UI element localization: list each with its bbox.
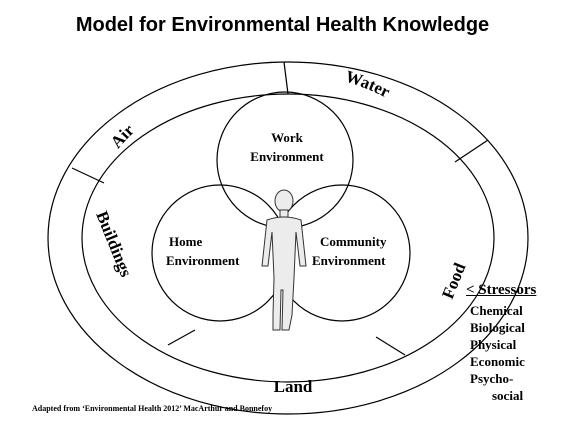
stressor-biological: Biological (470, 320, 525, 335)
work-label-line1: Work (271, 130, 304, 145)
stressors-heading: < Stressors (466, 282, 537, 298)
divider-water-food (454, 139, 489, 163)
outer-ring (47, 61, 529, 415)
stressor-chemical: Chemical (470, 303, 523, 318)
divider-land-buildings (167, 329, 196, 346)
home-label-line2: Environment (166, 253, 240, 268)
community-label-line2: Environment (312, 253, 386, 268)
stressor-social: social (492, 388, 524, 403)
ring-label-buildings: Buildings (92, 208, 136, 279)
divider-food-land (375, 336, 406, 356)
stressor-physical: Physical (470, 337, 517, 352)
home-label-line1: Home (169, 234, 202, 249)
stressor-psycho: Psycho- (470, 371, 514, 386)
human-figure (261, 189, 307, 331)
ring-label-food: Food (438, 260, 470, 302)
divider-air-water (283, 61, 289, 95)
page-title: Model for Environmental Health Knowledge (75, 14, 490, 36)
stressors-list: < Stressors Chemical Biological Physical… (466, 282, 536, 404)
divider-buildings-air (71, 167, 105, 184)
ring-label-land: Land (274, 377, 313, 396)
ring-label-air: Air (107, 120, 138, 152)
community-label-line1: Community (320, 234, 387, 249)
stressor-economic: Economic (470, 354, 525, 369)
attribution-footer: Adapted from ‘Environmental Health 2012’… (32, 404, 273, 413)
work-label-line2: Environment (250, 149, 324, 164)
